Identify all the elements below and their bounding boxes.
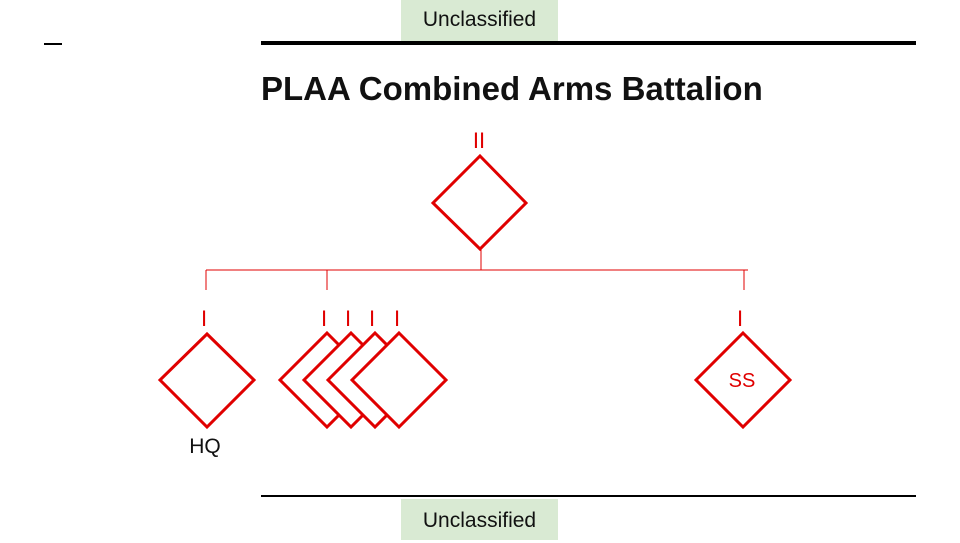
- bottom-rule: [261, 495, 916, 497]
- ss-unit-symbol: [693, 330, 793, 430]
- page-title: PLAA Combined Arms Battalion: [261, 70, 763, 107]
- company-4-echelon-marker: I: [394, 306, 400, 331]
- company-4-unit-symbol: [349, 330, 449, 430]
- hq-unit-symbol: [157, 331, 257, 430]
- top-rule: [261, 41, 916, 45]
- battalion-echelon-marker: II: [473, 128, 485, 153]
- company-2-echelon-marker: I: [345, 306, 351, 331]
- classification-banner-top: Unclassified: [401, 0, 558, 43]
- hq-label: HQ: [189, 435, 221, 458]
- corner-dash: [44, 43, 62, 45]
- classification-banner-bottom: Unclassified: [401, 499, 558, 540]
- company-3-echelon-marker: I: [369, 306, 375, 331]
- ss-label: SS: [729, 370, 756, 392]
- ss-echelon-marker: I: [737, 306, 743, 331]
- battalion-unit-symbol: [430, 153, 529, 252]
- company-1-echelon-marker: I: [321, 306, 327, 331]
- hq-echelon-marker: I: [201, 306, 207, 331]
